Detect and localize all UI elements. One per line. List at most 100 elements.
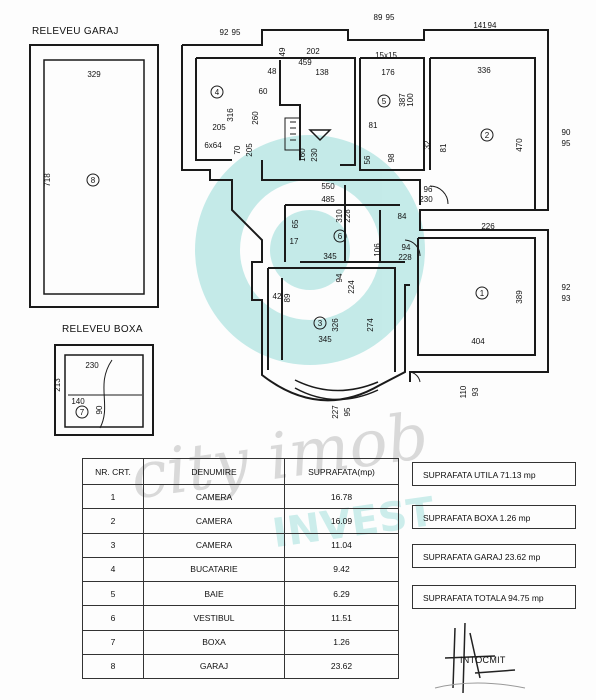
summary-garage-area: SUPRAFATA GARAJ 23.62 mp bbox=[412, 544, 576, 568]
svg-text:160: 160 bbox=[298, 148, 307, 162]
summary-total-area: SUPRAFATA TOTALA 94.75 mp bbox=[412, 585, 576, 609]
svg-text:550: 550 bbox=[321, 182, 335, 191]
room-marker-4: 4 bbox=[215, 88, 220, 97]
svg-text:100: 100 bbox=[406, 93, 415, 107]
svg-text:93: 93 bbox=[471, 387, 480, 396]
svg-text:459: 459 bbox=[298, 58, 312, 67]
col-header-nr: NR. CRT. bbox=[82, 458, 144, 485]
garage-outline bbox=[29, 44, 159, 308]
svg-text:49: 49 bbox=[278, 47, 287, 56]
svg-text:213: 213 bbox=[53, 378, 62, 392]
svg-text:345: 345 bbox=[323, 252, 337, 261]
svg-text:56: 56 bbox=[363, 155, 372, 164]
svg-text:470: 470 bbox=[515, 138, 524, 152]
svg-text:140: 140 bbox=[71, 397, 85, 406]
svg-text:387: 387 bbox=[398, 93, 407, 107]
svg-text:95: 95 bbox=[343, 407, 352, 416]
svg-text:274: 274 bbox=[366, 318, 375, 332]
room-marker-3: 3 bbox=[318, 319, 323, 328]
svg-text:81: 81 bbox=[369, 121, 378, 130]
svg-text:230: 230 bbox=[419, 195, 433, 204]
svg-text:98: 98 bbox=[387, 153, 396, 162]
svg-text:205: 205 bbox=[245, 143, 254, 157]
svg-text:389: 389 bbox=[515, 290, 524, 304]
room-marker-1: 1 bbox=[480, 289, 485, 298]
svg-text:138: 138 bbox=[315, 68, 329, 77]
svg-text:95: 95 bbox=[232, 28, 241, 37]
room-marker-8: 8 bbox=[91, 176, 96, 185]
svg-text:93: 93 bbox=[562, 294, 571, 303]
svg-text:94: 94 bbox=[335, 273, 344, 282]
svg-text:230: 230 bbox=[85, 361, 99, 370]
svg-text:90: 90 bbox=[562, 128, 571, 137]
summary-box-area: SUPRAFATA BOXA 1.26 mp bbox=[412, 505, 576, 529]
svg-text:336: 336 bbox=[477, 66, 491, 75]
room-marker-6: 6 bbox=[338, 232, 343, 241]
dimension-labels: 329 718 230 140 213 90 404 389 226 336 4… bbox=[43, 13, 571, 419]
box-survey-title: RELEVEU BOXA bbox=[62, 324, 143, 335]
svg-text:260: 260 bbox=[251, 111, 260, 125]
svg-text:92: 92 bbox=[562, 283, 571, 292]
svg-text:94: 94 bbox=[402, 243, 411, 252]
svg-text:32: 32 bbox=[423, 140, 432, 149]
svg-text:89: 89 bbox=[283, 293, 292, 302]
svg-text:84: 84 bbox=[398, 212, 407, 221]
svg-text:224: 224 bbox=[347, 280, 356, 294]
svg-text:205: 205 bbox=[212, 123, 226, 132]
svg-text:202: 202 bbox=[306, 47, 320, 56]
svg-text:228: 228 bbox=[398, 253, 412, 262]
svg-text:226: 226 bbox=[481, 222, 495, 231]
svg-text:90: 90 bbox=[95, 405, 104, 414]
summary-usable-area: SUPRAFATA UTILA 71.13 mp bbox=[412, 462, 576, 486]
table-header-row: NR. CRT. DENUMIRE SUPRAFATA(mp) bbox=[82, 458, 399, 485]
svg-text:17: 17 bbox=[290, 237, 299, 246]
svg-text:42: 42 bbox=[273, 292, 282, 301]
house-outer-wall bbox=[182, 29, 549, 382]
svg-text:404: 404 bbox=[471, 337, 485, 346]
svg-text:65: 65 bbox=[291, 219, 300, 228]
garage-inner bbox=[43, 59, 145, 295]
floor-plan: 1 2 3 4 5 6 7 8 329 718 230 140 213 90 4… bbox=[29, 13, 571, 436]
room-marker-5: 5 bbox=[382, 97, 387, 106]
svg-text:89: 89 bbox=[374, 13, 383, 22]
svg-text:228: 228 bbox=[343, 209, 352, 223]
svg-text:92: 92 bbox=[220, 28, 229, 37]
garage-survey-title: RELEVEU GARAJ bbox=[32, 26, 119, 37]
svg-text:60: 60 bbox=[259, 87, 268, 96]
svg-text:81: 81 bbox=[439, 143, 448, 152]
room-marker-2: 2 bbox=[485, 131, 490, 140]
col-header-area: SUPRAFATA(mp) bbox=[284, 458, 399, 485]
svg-text:94: 94 bbox=[488, 21, 497, 30]
svg-text:310: 310 bbox=[335, 209, 344, 223]
svg-text:176: 176 bbox=[381, 68, 395, 77]
svg-text:141: 141 bbox=[473, 21, 487, 30]
svg-text:485: 485 bbox=[321, 195, 335, 204]
signature-label: INTOCMIT bbox=[460, 655, 506, 665]
svg-text:110: 110 bbox=[459, 385, 468, 398]
svg-text:227: 227 bbox=[331, 405, 340, 419]
svg-text:48: 48 bbox=[268, 67, 277, 76]
signature-icon bbox=[434, 622, 526, 694]
svg-text:95: 95 bbox=[562, 139, 571, 148]
col-header-name: DENUMIRE bbox=[143, 458, 285, 485]
svg-text:106: 106 bbox=[373, 243, 382, 257]
svg-text:96: 96 bbox=[424, 185, 433, 194]
svg-text:718: 718 bbox=[43, 173, 52, 187]
room-marker-7: 7 bbox=[80, 408, 85, 417]
svg-text:326: 326 bbox=[331, 318, 340, 332]
svg-text:95: 95 bbox=[386, 13, 395, 22]
svg-text:230: 230 bbox=[310, 148, 319, 162]
svg-text:15x15: 15x15 bbox=[375, 51, 397, 60]
svg-text:329: 329 bbox=[87, 70, 101, 79]
box-outline bbox=[54, 344, 154, 436]
svg-text:345: 345 bbox=[318, 335, 332, 344]
